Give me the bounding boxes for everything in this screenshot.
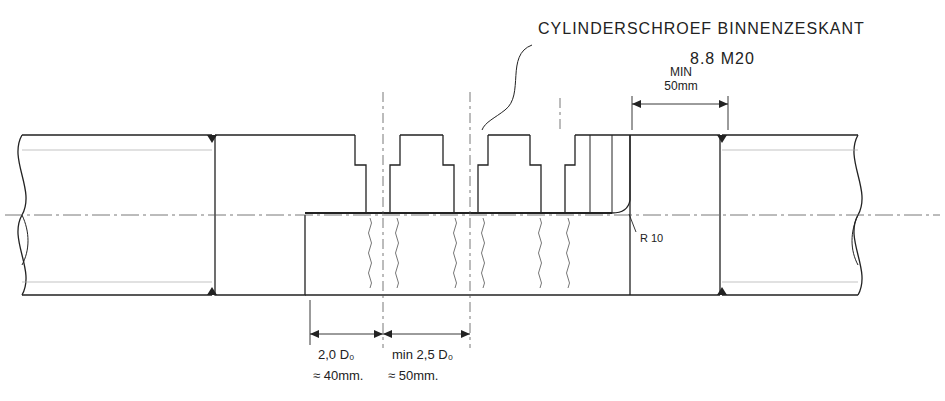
bolt-spec: 8.8 M20 <box>690 50 755 68</box>
dimension-text: min 2,5 D₀ <box>392 348 453 363</box>
part-note: CYLINDERSCHROEF BINNENZESKANT <box>538 20 865 38</box>
dimension-text: 2,0 D₀ <box>318 348 354 363</box>
radius-text: R 10 <box>640 232 663 245</box>
dimension-text: ≈ 50mm. <box>388 369 438 384</box>
dimension-text: ≈ 40mm. <box>313 369 363 384</box>
dimension-text: MIN 50mm <box>658 66 704 94</box>
